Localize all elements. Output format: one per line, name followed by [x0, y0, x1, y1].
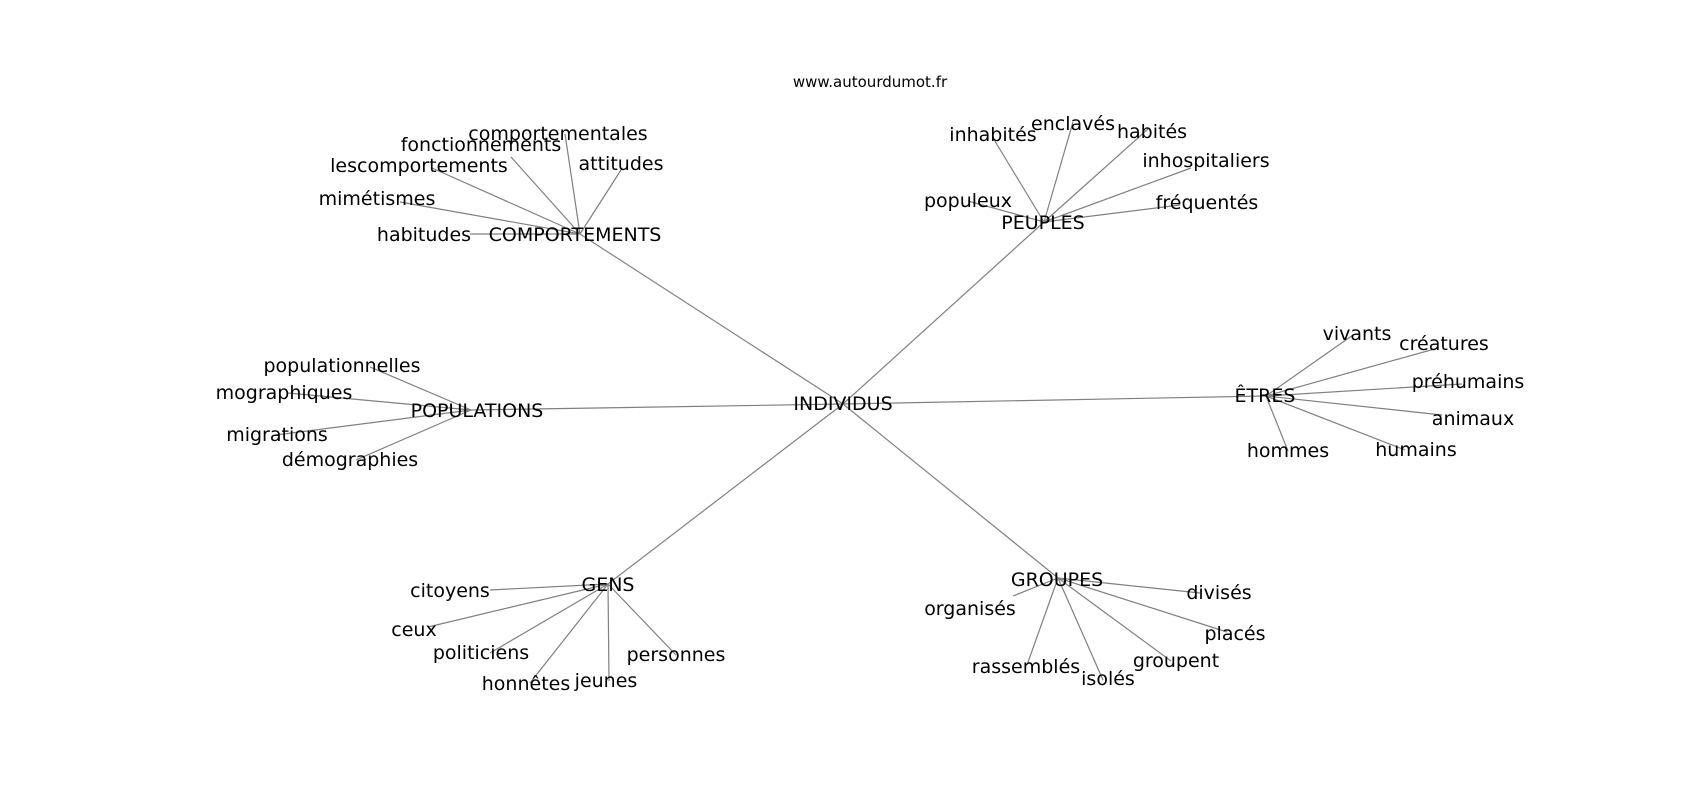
leaf-node-gens-3: personnes: [627, 644, 726, 666]
edge-etres-leaf-1: [1265, 347, 1439, 397]
edge-groupes-leaf-3: [1057, 577, 1172, 662]
leaf-node-comportements-4: mimétismes: [319, 188, 436, 210]
edge-comportements-leaf-3: [579, 169, 622, 235]
leaf-node-peuples-5: fréquentés: [1156, 192, 1259, 214]
hub-node-comportements: COMPORTEMENTS: [489, 224, 662, 246]
leaf-node-groupes-5: isolés: [1081, 668, 1135, 690]
edge-center-gens: [607, 403, 844, 585]
edge-center-etres: [842, 395, 1267, 405]
leaf-node-etres-4: hommes: [1247, 440, 1329, 462]
leaf-node-gens-2: politiciens: [433, 642, 529, 664]
leaf-node-gens-0: citoyens: [410, 580, 490, 602]
leaf-node-etres-3: animaux: [1432, 408, 1514, 430]
edge-populations-leaf-0: [369, 366, 472, 411]
edge-center-peuples: [842, 221, 1045, 405]
edge-peuples-leaf-4: [967, 200, 1045, 223]
leaf-node-populations-1: mographiques: [216, 382, 353, 404]
edge-groupes-leaf-4: [1026, 577, 1059, 666]
leaf-node-comportements-3: attitudes: [579, 153, 664, 175]
hub-node-populations: POPULATIONS: [411, 400, 544, 422]
edge-groupes-leaf-2: [1057, 577, 1228, 633]
edge-peuples-leaf-5: [1043, 204, 1181, 223]
edge-etres-leaf-0: [1265, 334, 1354, 397]
hub-node-gens: GENS: [581, 574, 634, 596]
leaf-node-groupes-2: placés: [1204, 623, 1265, 645]
edge-groupes-leaf-5: [1057, 577, 1104, 681]
leaf-node-etres-0: vivants: [1323, 323, 1392, 345]
leaf-node-peuples-2: habités: [1117, 121, 1187, 143]
edge-populations-leaf-2: [275, 409, 472, 436]
edge-gens-leaf-4: [529, 583, 609, 684]
edge-peuples-leaf-3: [1043, 167, 1192, 223]
leaf-node-populations-0: populationnelles: [264, 355, 421, 377]
edge-gens-leaf-0: [489, 583, 609, 591]
leaf-node-gens-4: honnêtes: [482, 673, 570, 695]
edge-center-populations: [470, 403, 844, 411]
edge-gens-leaf-2: [489, 583, 609, 654]
leaf-node-comportements-0: comportementales: [468, 123, 647, 145]
leaf-node-comportements-1: fonctionnements: [401, 134, 562, 156]
edge-etres-leaf-5: [1265, 395, 1406, 451]
edge-populations-leaf-3: [355, 409, 472, 461]
center-node-label: INDIVIDUS: [793, 393, 892, 415]
leaf-node-peuples-0: inhabités: [949, 124, 1036, 146]
hub-node-etres: ÊTRES: [1235, 384, 1296, 407]
edge-peuples-leaf-1: [1043, 121, 1074, 223]
edge-etres-leaf-4: [1265, 395, 1289, 452]
edge-etres-leaf-2: [1265, 383, 1463, 397]
leaf-node-populations-2: migrations: [226, 424, 328, 446]
edge-center-comportements: [579, 233, 844, 405]
graph-edges: [275, 121, 1463, 684]
leaf-node-peuples-1: enclavés: [1031, 113, 1115, 135]
leaf-node-gens-5: jeunes: [574, 670, 638, 692]
edge-comportements-leaf-2: [431, 167, 581, 235]
leaf-node-groupes-4: rassemblés: [972, 656, 1080, 678]
leaf-node-peuples-3: inhospitaliers: [1142, 150, 1269, 172]
leaf-node-groupes-1: divisés: [1186, 582, 1251, 604]
edge-etres-leaf-3: [1265, 395, 1443, 416]
edge-center-groupes: [842, 403, 1059, 579]
edge-populations-leaf-1: [287, 392, 472, 411]
source-watermark: www.autourdumot.fr: [793, 73, 948, 91]
edge-comportements-leaf-0: [564, 133, 581, 235]
edge-gens-leaf-3: [607, 583, 677, 656]
leaf-node-etres-5: humains: [1375, 439, 1456, 461]
edge-peuples-leaf-0: [992, 137, 1045, 223]
graph-labels: www.autourdumot.fr INDIVIDUS COMPORTEMENT…: [216, 73, 1525, 695]
edge-groupes-leaf-0: [1012, 577, 1059, 597]
leaf-node-comportements-5: habitudes: [377, 224, 471, 246]
leaf-node-etres-2: préhumains: [1412, 371, 1525, 393]
edge-groupes-leaf-1: [1057, 577, 1201, 594]
leaf-node-gens-1: ceux: [391, 619, 436, 641]
edge-gens-leaf-1: [427, 583, 609, 628]
edge-peuples-leaf-2: [1043, 128, 1149, 223]
hub-node-groupes: GROUPES: [1011, 569, 1103, 591]
leaf-node-etres-1: créatures: [1399, 333, 1489, 355]
leaf-node-groupes-0: organisés: [924, 598, 1016, 620]
leaf-node-comportements-2: lescomportements: [330, 155, 508, 177]
leaf-node-groupes-3: groupent: [1133, 650, 1219, 672]
hub-node-peuples: PEUPLES: [1001, 212, 1084, 234]
edge-comportements-leaf-4: [399, 201, 581, 235]
leaf-node-populations-3: démographies: [282, 449, 418, 471]
edge-comportements-leaf-1: [510, 156, 581, 235]
leaf-node-peuples-4: populeux: [924, 190, 1012, 212]
edge-gens-leaf-5: [607, 583, 610, 682]
